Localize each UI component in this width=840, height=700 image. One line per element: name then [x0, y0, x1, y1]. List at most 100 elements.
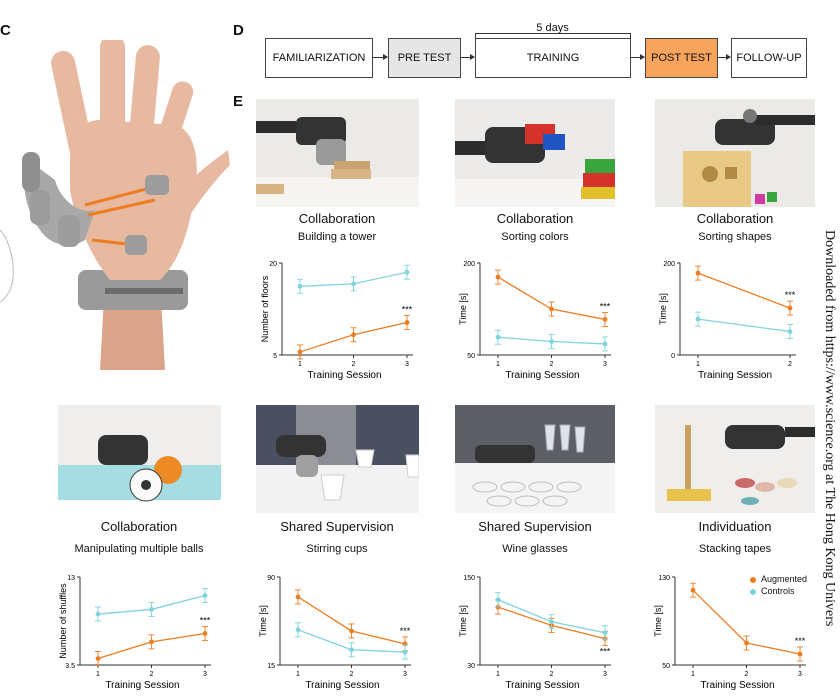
- data-point-augmented: [602, 317, 608, 322]
- data-point-augmented: [297, 349, 303, 355]
- x-tick-label: 1: [696, 361, 700, 368]
- y-tick-label: 130: [658, 575, 670, 582]
- x-axis-label: Training Session: [105, 680, 179, 691]
- x-tick-label: 1: [691, 671, 695, 678]
- task-photo-sorting-shapes: [655, 99, 815, 207]
- x-tick-label: 3: [798, 671, 802, 678]
- x-tick-label: 3: [203, 671, 207, 678]
- x-tick-label: 2: [350, 671, 354, 678]
- y-tick-label: 30: [467, 663, 475, 670]
- stage-post-test: POST TEST: [645, 38, 718, 78]
- data-point-controls: [95, 611, 101, 617]
- data-point-augmented: [149, 639, 154, 645]
- y-axis-label: Time [s]: [258, 605, 268, 637]
- timeline-duration-label: 5 days: [536, 22, 569, 34]
- x-tick-label: 1: [296, 671, 300, 678]
- y-axis-label: Time [s]: [458, 293, 468, 325]
- y-tick-label: 200: [463, 261, 475, 268]
- arrow-icon: [373, 54, 388, 60]
- y-tick-label: 3.5: [65, 663, 75, 670]
- task-title: Shared Supervision: [478, 519, 592, 534]
- data-point-controls: [349, 647, 354, 653]
- series-line-augmented: [697, 272, 791, 309]
- stage-pre-test: PRE TEST: [388, 38, 461, 78]
- x-tick-label: 3: [603, 671, 607, 678]
- x-tick-label: 2: [352, 361, 356, 368]
- data-point-augmented: [202, 631, 208, 636]
- task-title: Collaboration: [696, 211, 774, 226]
- timeline-duration-bracket: [475, 33, 630, 34]
- stage-familiarization: FAMILIARIZATION: [265, 38, 373, 78]
- data-point-augmented: [787, 305, 793, 311]
- data-point-augmented: [744, 640, 749, 646]
- y-axis-label: Number of floors: [260, 275, 270, 342]
- data-point-augmented: [351, 332, 356, 338]
- significance-annotation: ***: [400, 626, 411, 636]
- task-subtitle: Building a tower: [297, 231, 377, 243]
- data-point-controls: [495, 597, 501, 603]
- data-point-controls: [149, 607, 154, 612]
- data-point-controls: [695, 316, 701, 322]
- x-axis-label: Training Session: [307, 370, 381, 381]
- chart-legend: Augmented Controls: [750, 573, 807, 597]
- legend-item-controls: Controls: [750, 585, 807, 597]
- task-photo-wine-glasses: [455, 405, 615, 513]
- x-tick-label: 2: [745, 671, 749, 678]
- y-tick-label: 50: [662, 663, 670, 670]
- y-tick-label: 150: [463, 575, 475, 582]
- stage-training: TRAINING: [475, 38, 631, 78]
- data-point-augmented: [549, 306, 554, 312]
- data-point-augmented: [349, 628, 354, 634]
- y-axis-label: Time [s]: [658, 293, 668, 325]
- task-subtitle: Manipulating multiple balls: [74, 543, 204, 555]
- arrow-icon: [631, 54, 645, 60]
- y-tick-label: 200: [663, 261, 675, 268]
- y-tick-label: 0: [671, 353, 675, 360]
- data-point-augmented: [690, 587, 696, 593]
- data-point-controls: [602, 341, 608, 347]
- task-photo-stirring-cups: [256, 405, 419, 513]
- x-tick-label: 1: [496, 671, 500, 678]
- significance-annotation: ***: [200, 616, 211, 626]
- y-axis-label: Time [s]: [458, 605, 468, 637]
- y-tick-label: 90: [267, 575, 275, 582]
- data-point-controls: [495, 334, 501, 340]
- x-tick-label: 3: [603, 361, 607, 368]
- x-tick-label: 3: [403, 671, 407, 678]
- task-photo-sorting-colors: [455, 99, 615, 207]
- augmented-dot-icon: [750, 576, 756, 583]
- y-axis-label: Time [s]: [653, 605, 663, 637]
- x-axis-label: Training Session: [505, 370, 579, 381]
- legend-item-augmented: Augmented: [750, 573, 807, 585]
- x-axis-label: Training Session: [700, 680, 774, 691]
- significance-annotation: ***: [600, 647, 611, 657]
- task-title: Collaboration: [100, 519, 178, 534]
- task-title: Shared Supervision: [280, 519, 394, 534]
- data-point-controls: [297, 283, 303, 289]
- timeline-bracket-left: [475, 33, 476, 38]
- data-point-controls: [402, 649, 408, 655]
- data-point-augmented: [797, 651, 803, 657]
- y-tick-label: 20: [269, 261, 277, 268]
- task-subtitle: Sorting colors: [501, 231, 569, 243]
- x-tick-label: 1: [496, 361, 500, 368]
- task-photo-building-tower: [256, 99, 419, 207]
- task-photo-stacking-tapes: [655, 405, 815, 513]
- task-title: Collaboration: [298, 211, 376, 226]
- task-subtitle: Stirring cups: [306, 543, 368, 555]
- significance-annotation: ***: [402, 304, 413, 314]
- data-point-controls: [549, 339, 554, 344]
- x-tick-label: 3: [405, 361, 409, 368]
- stage-follow-up: FOLLOW-UP: [731, 38, 807, 78]
- data-point-augmented: [295, 594, 301, 600]
- y-tick-label: 13: [67, 575, 75, 582]
- x-axis-label: Training Session: [698, 370, 772, 381]
- data-point-controls: [295, 627, 301, 633]
- timeline-bracket-right: [630, 33, 631, 38]
